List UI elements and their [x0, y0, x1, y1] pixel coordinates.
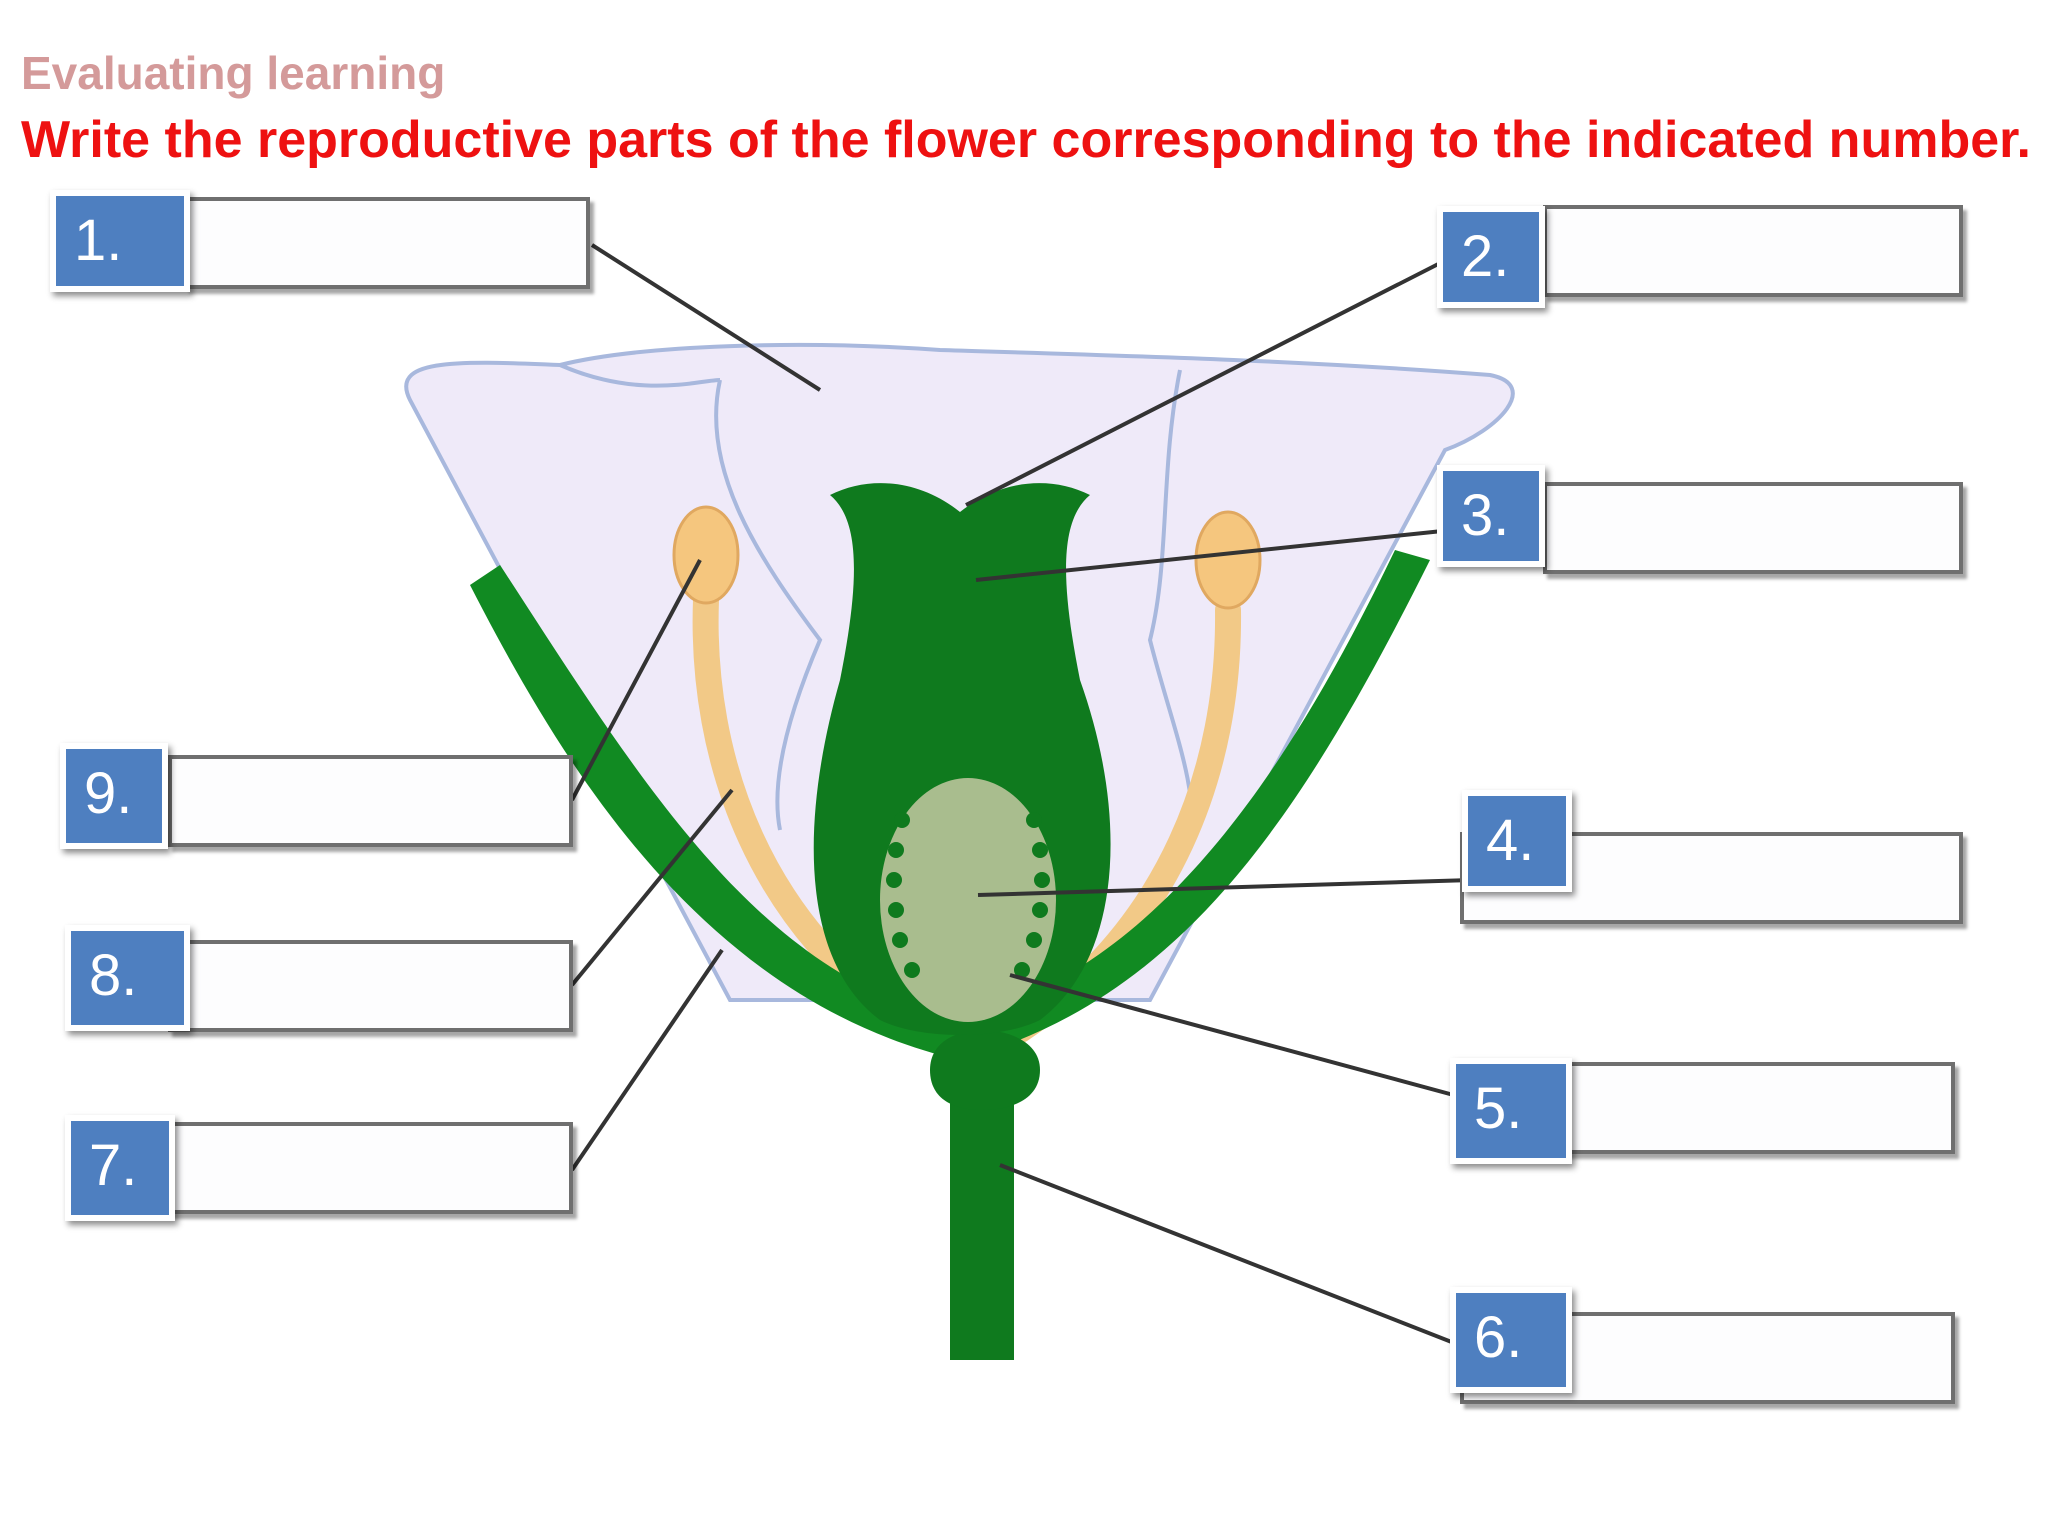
answer-box-9[interactable] — [168, 755, 573, 847]
stem — [930, 1030, 1040, 1360]
page-title: Write the reproductive parts of the flow… — [21, 111, 2031, 169]
anther-right — [1194, 510, 1262, 610]
ovules — [886, 812, 1050, 978]
answer-box-3[interactable] — [1543, 482, 1963, 574]
number-badge-2: 2. — [1437, 206, 1545, 308]
number-badge-3: 3. — [1437, 465, 1545, 567]
answer-box-2[interactable] — [1543, 205, 1963, 297]
answer-box-1[interactable] — [185, 197, 590, 289]
answer-box-8[interactable] — [168, 940, 573, 1032]
number-badge-8: 8. — [65, 925, 190, 1031]
sepals — [470, 550, 1430, 1060]
leader-lines — [570, 243, 1473, 1352]
pistil — [813, 483, 1111, 1036]
ovary — [880, 778, 1056, 1022]
number-badge-5: 5. — [1450, 1058, 1572, 1164]
number-badge-4: 4. — [1462, 790, 1572, 892]
answer-box-7[interactable] — [168, 1122, 573, 1214]
number-badge-6: 6. — [1450, 1287, 1572, 1393]
number-badge-1: 1. — [50, 190, 190, 292]
number-badge-7: 7. — [65, 1115, 175, 1221]
subtitle: Evaluating learning — [21, 47, 446, 99]
number-badge-9: 9. — [60, 743, 168, 849]
